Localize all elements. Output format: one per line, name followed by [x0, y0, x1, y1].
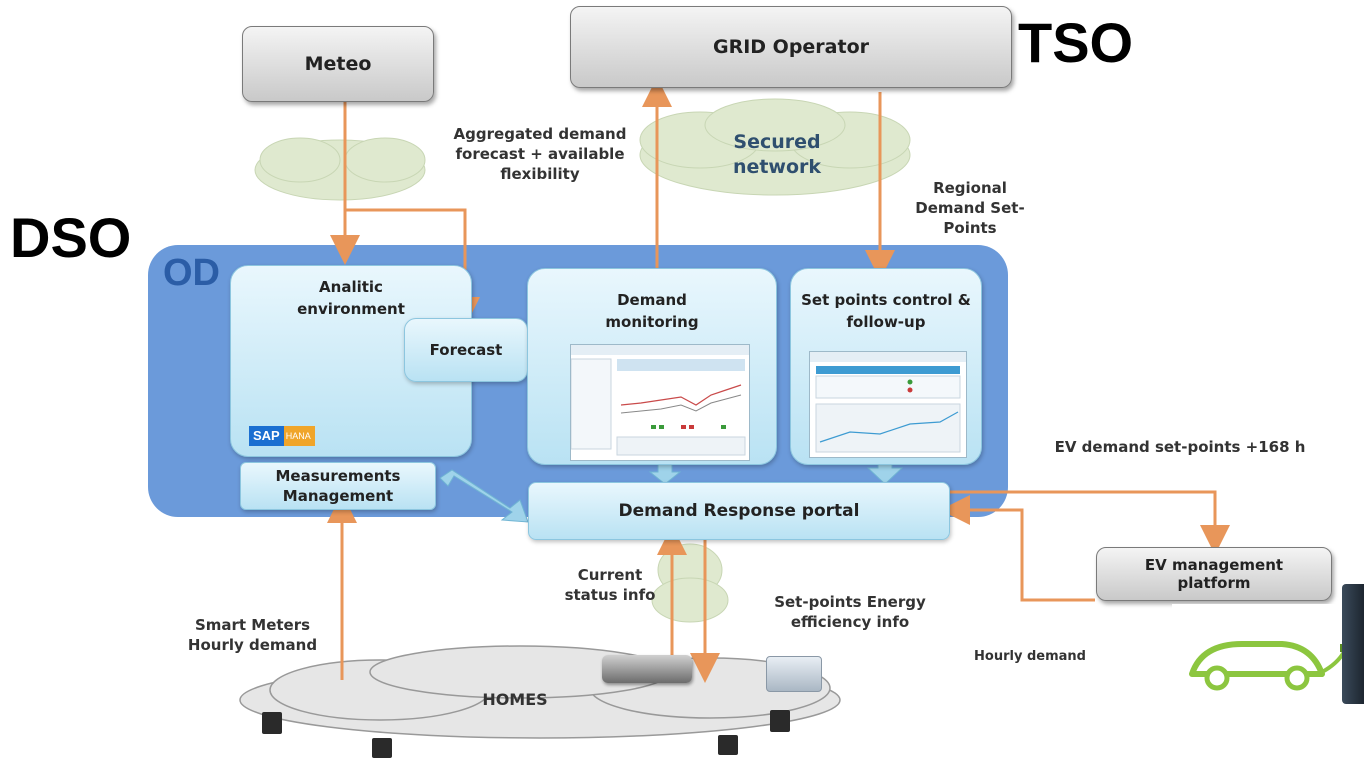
meteo-box: Meteo	[242, 26, 434, 102]
smart-meter-icons	[262, 710, 790, 758]
demand-response-portal-box: Demand Response portal	[528, 482, 950, 540]
dso-label: DSO	[10, 206, 132, 269]
forecast-label: Forecast	[429, 341, 503, 359]
regional-label: Regional Demand Set-Points	[915, 179, 1025, 237]
measurements-label: Measurements Management	[275, 467, 401, 505]
hourly-demand-label: Hourly demand	[974, 649, 1086, 664]
homes-label: HOMES	[482, 690, 548, 709]
smart-meters-label: Smart Meters Hourly demand	[187, 616, 318, 654]
forecast-box: Forecast	[404, 318, 528, 382]
aggregated-label: Aggregated demand forecast + available f…	[453, 125, 627, 183]
measurements-box: Measurements Management	[240, 462, 436, 510]
demand-response-portal-label: Demand Response portal	[618, 501, 860, 521]
current-status-label: Current status info	[564, 566, 656, 604]
air-conditioner-image	[602, 655, 692, 683]
demand-monitoring-title: Demand monitoring	[605, 291, 699, 331]
demand-monitoring-screenshot	[570, 344, 750, 461]
ev-car-logo	[1172, 604, 1362, 714]
tso-label: TSO	[1018, 11, 1134, 74]
setpoints-control-screenshot	[809, 351, 967, 458]
setpoints-control-box: Set points control & follow-up	[790, 268, 982, 465]
sap-logo-text: SAP	[249, 426, 284, 446]
charging-station-image	[1342, 584, 1364, 704]
setpoints-control-title: Set points control & follow-up	[801, 291, 971, 331]
cloud-meteo	[254, 137, 426, 201]
secured-network-label: Secured network	[732, 131, 822, 178]
analitic-title: Analitic environment	[297, 278, 405, 318]
ev-platform-box: EV management platform	[1096, 547, 1332, 601]
setpoints-info-label: Set-points Energy efficiency info	[774, 593, 926, 631]
tablet-image	[766, 656, 822, 692]
ev-setpoints-label: EV demand set-points +168 h	[1054, 438, 1306, 456]
sap-hana-logo: SAP HANA	[249, 426, 315, 446]
grid-operator-box: GRID Operator	[570, 6, 1012, 88]
demand-monitoring-box: Demand monitoring	[527, 268, 777, 465]
od-label: OD	[163, 252, 220, 294]
hana-logo-text: HANA	[283, 426, 315, 446]
